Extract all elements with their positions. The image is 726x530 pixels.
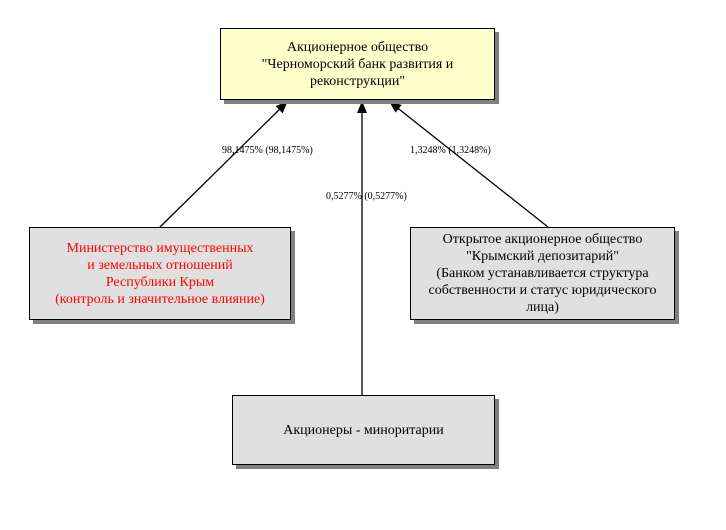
ministry-node: Министерство имущественных и земельных о… <box>29 227 291 320</box>
minority-shareholders-node: Акционеры - миноритарии <box>232 395 495 465</box>
depository-node: Открытое акционерное общество "Крымский … <box>410 227 675 320</box>
bank-node-label: Акционерное общество "Черноморский банк … <box>261 39 454 89</box>
arrow-ministry-to-bank <box>159 101 288 228</box>
bank-node: Акционерное общество "Черноморский банк … <box>220 28 495 100</box>
depository-node-label: Открытое акционерное общество "Крымский … <box>428 232 657 315</box>
edge-label-depository-share: 1,3248% (1,3248%) <box>410 145 491 156</box>
edge-label-ministry-share: 98,1475% (98,1475%) <box>222 145 313 156</box>
minority-node-label: Акционеры - миноритарии <box>283 422 444 438</box>
arrow-depository-to-bank <box>389 101 549 228</box>
ministry-node-label: Министерство имущественных и земельных о… <box>55 240 265 307</box>
edge-label-minority-share: 0,5277% (0,5277%) <box>326 191 407 202</box>
